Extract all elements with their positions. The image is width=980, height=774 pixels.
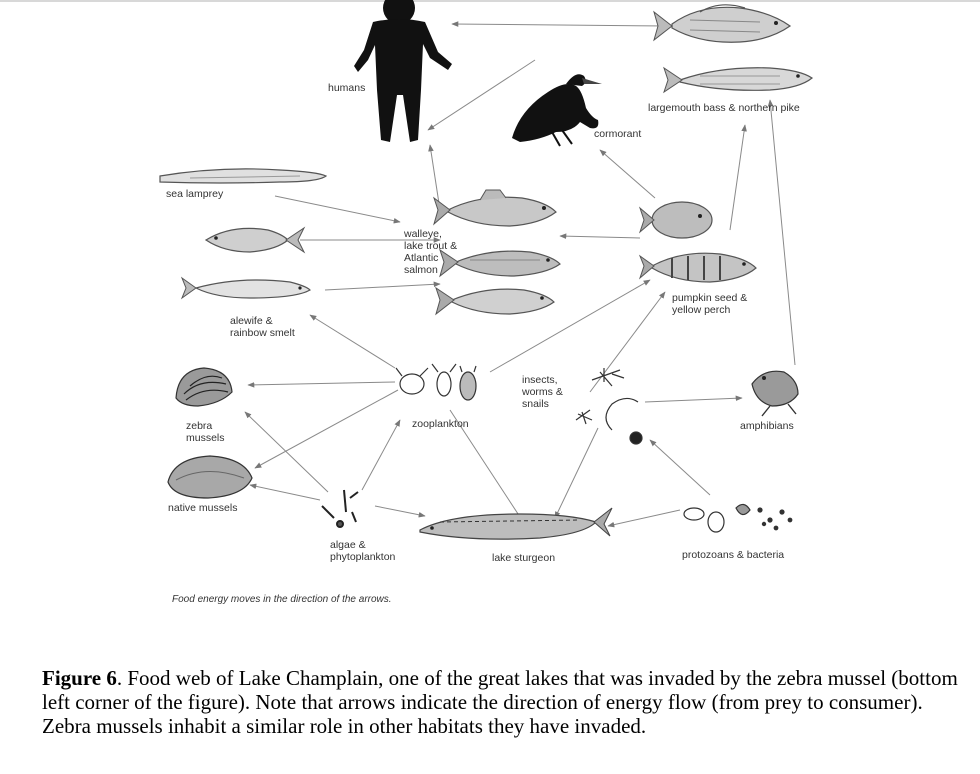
label-cormorant: cormorant xyxy=(594,128,642,140)
amphibian-image xyxy=(751,370,799,417)
label-walleye-trout-salmon: walleye, lake trout & Atlantic salmon xyxy=(404,228,458,276)
arrow-algae-to-native xyxy=(249,483,321,501)
arrow-insects-to-sturgeon xyxy=(554,427,599,519)
lake-sturgeon-image xyxy=(419,507,613,540)
label-zooplankton: zooplankton xyxy=(412,418,469,430)
arrow-smelt-to-walleye xyxy=(324,281,441,291)
label-alewife-smelt: alewife & rainbow smelt xyxy=(230,315,295,339)
label-native-mussels: native mussels xyxy=(168,502,238,514)
energy-direction-note: Food energy moves in the direction of th… xyxy=(172,594,392,605)
arrow-walleye-to-cormorant xyxy=(428,144,441,211)
caption-figure-number: Figure 6 xyxy=(42,666,117,690)
arrow-algae-to-zoo xyxy=(361,419,401,491)
food-web-diagram xyxy=(159,0,814,540)
pumpkinseed-image xyxy=(638,201,713,239)
alewife-image xyxy=(204,226,306,254)
insects-worms-snails-image xyxy=(575,368,643,445)
cormorant-image xyxy=(512,74,602,147)
human-silhouette xyxy=(354,0,452,142)
label-pumpkinseed-perch: pumpkin seed & yellow perch xyxy=(672,292,748,316)
arrow-zoo-to-zebra xyxy=(247,381,396,388)
label-algae-phytoplankton: algae & phytoplankton xyxy=(330,539,396,563)
algae-phytoplankton-image xyxy=(321,489,359,528)
arrow-zoo-to-perch xyxy=(489,279,651,373)
arrow-perch-to-cormorant xyxy=(599,149,656,199)
arrow-amphibians-to-pike xyxy=(767,99,796,366)
walleye-image xyxy=(433,189,557,227)
arrow-protozoans-to-sturgeon xyxy=(607,509,681,528)
rainbow-smelt-image xyxy=(180,276,311,300)
yellow-perch-image xyxy=(638,252,757,283)
northern-pike-image xyxy=(663,66,814,94)
arrow-zoo-to-native xyxy=(254,389,399,469)
native-mussel-image xyxy=(167,455,253,499)
label-lake-sturgeon: lake sturgeon xyxy=(492,552,556,564)
arrow-perch-to-walleye xyxy=(559,233,641,239)
label-zebra-mussels: zebra mussels xyxy=(186,420,225,444)
protozoans-bacteria-image xyxy=(683,503,793,533)
caption-text: . Food web of Lake Champlain, one of the… xyxy=(42,666,958,738)
arrow-algae-to-sturgeon xyxy=(374,505,426,518)
page-top-border xyxy=(0,0,980,2)
zooplankton-image xyxy=(395,363,477,401)
arrow-zoo-to-sturgeon xyxy=(449,409,523,521)
label-bass-pike: largemouth bass & northern pike xyxy=(648,102,800,114)
largemouth-bass-image xyxy=(653,4,792,43)
label-humans: humans xyxy=(328,82,366,94)
arrow-insects-to-amphibians xyxy=(644,395,743,403)
atlantic-salmon-image xyxy=(435,286,555,316)
sea-lamprey-image xyxy=(159,168,328,184)
arrow-zoo-to-alewife xyxy=(309,314,396,369)
label-insects-worms-snails: insects, worms & snails xyxy=(522,374,563,410)
lake-trout-image xyxy=(439,248,561,278)
arrow-perch-to-bass xyxy=(729,124,747,231)
arrow-algae-to-zebra xyxy=(244,411,329,493)
label-amphibians: amphibians xyxy=(740,420,794,432)
label-protozoans-bacteria: protozoans & bacteria xyxy=(682,549,785,561)
arrow-bass-to-humans xyxy=(451,21,669,27)
figure-caption: Figure 6. Food web of Lake Champlain, on… xyxy=(42,666,967,738)
zebra-mussel-image xyxy=(175,367,233,407)
arrow-walleye-to-humans xyxy=(427,59,536,131)
arrow-protozoans-to-insects xyxy=(649,439,711,496)
arrow-lamprey-to-walleye xyxy=(274,195,401,224)
label-sea-lamprey: sea lamprey xyxy=(166,188,224,200)
